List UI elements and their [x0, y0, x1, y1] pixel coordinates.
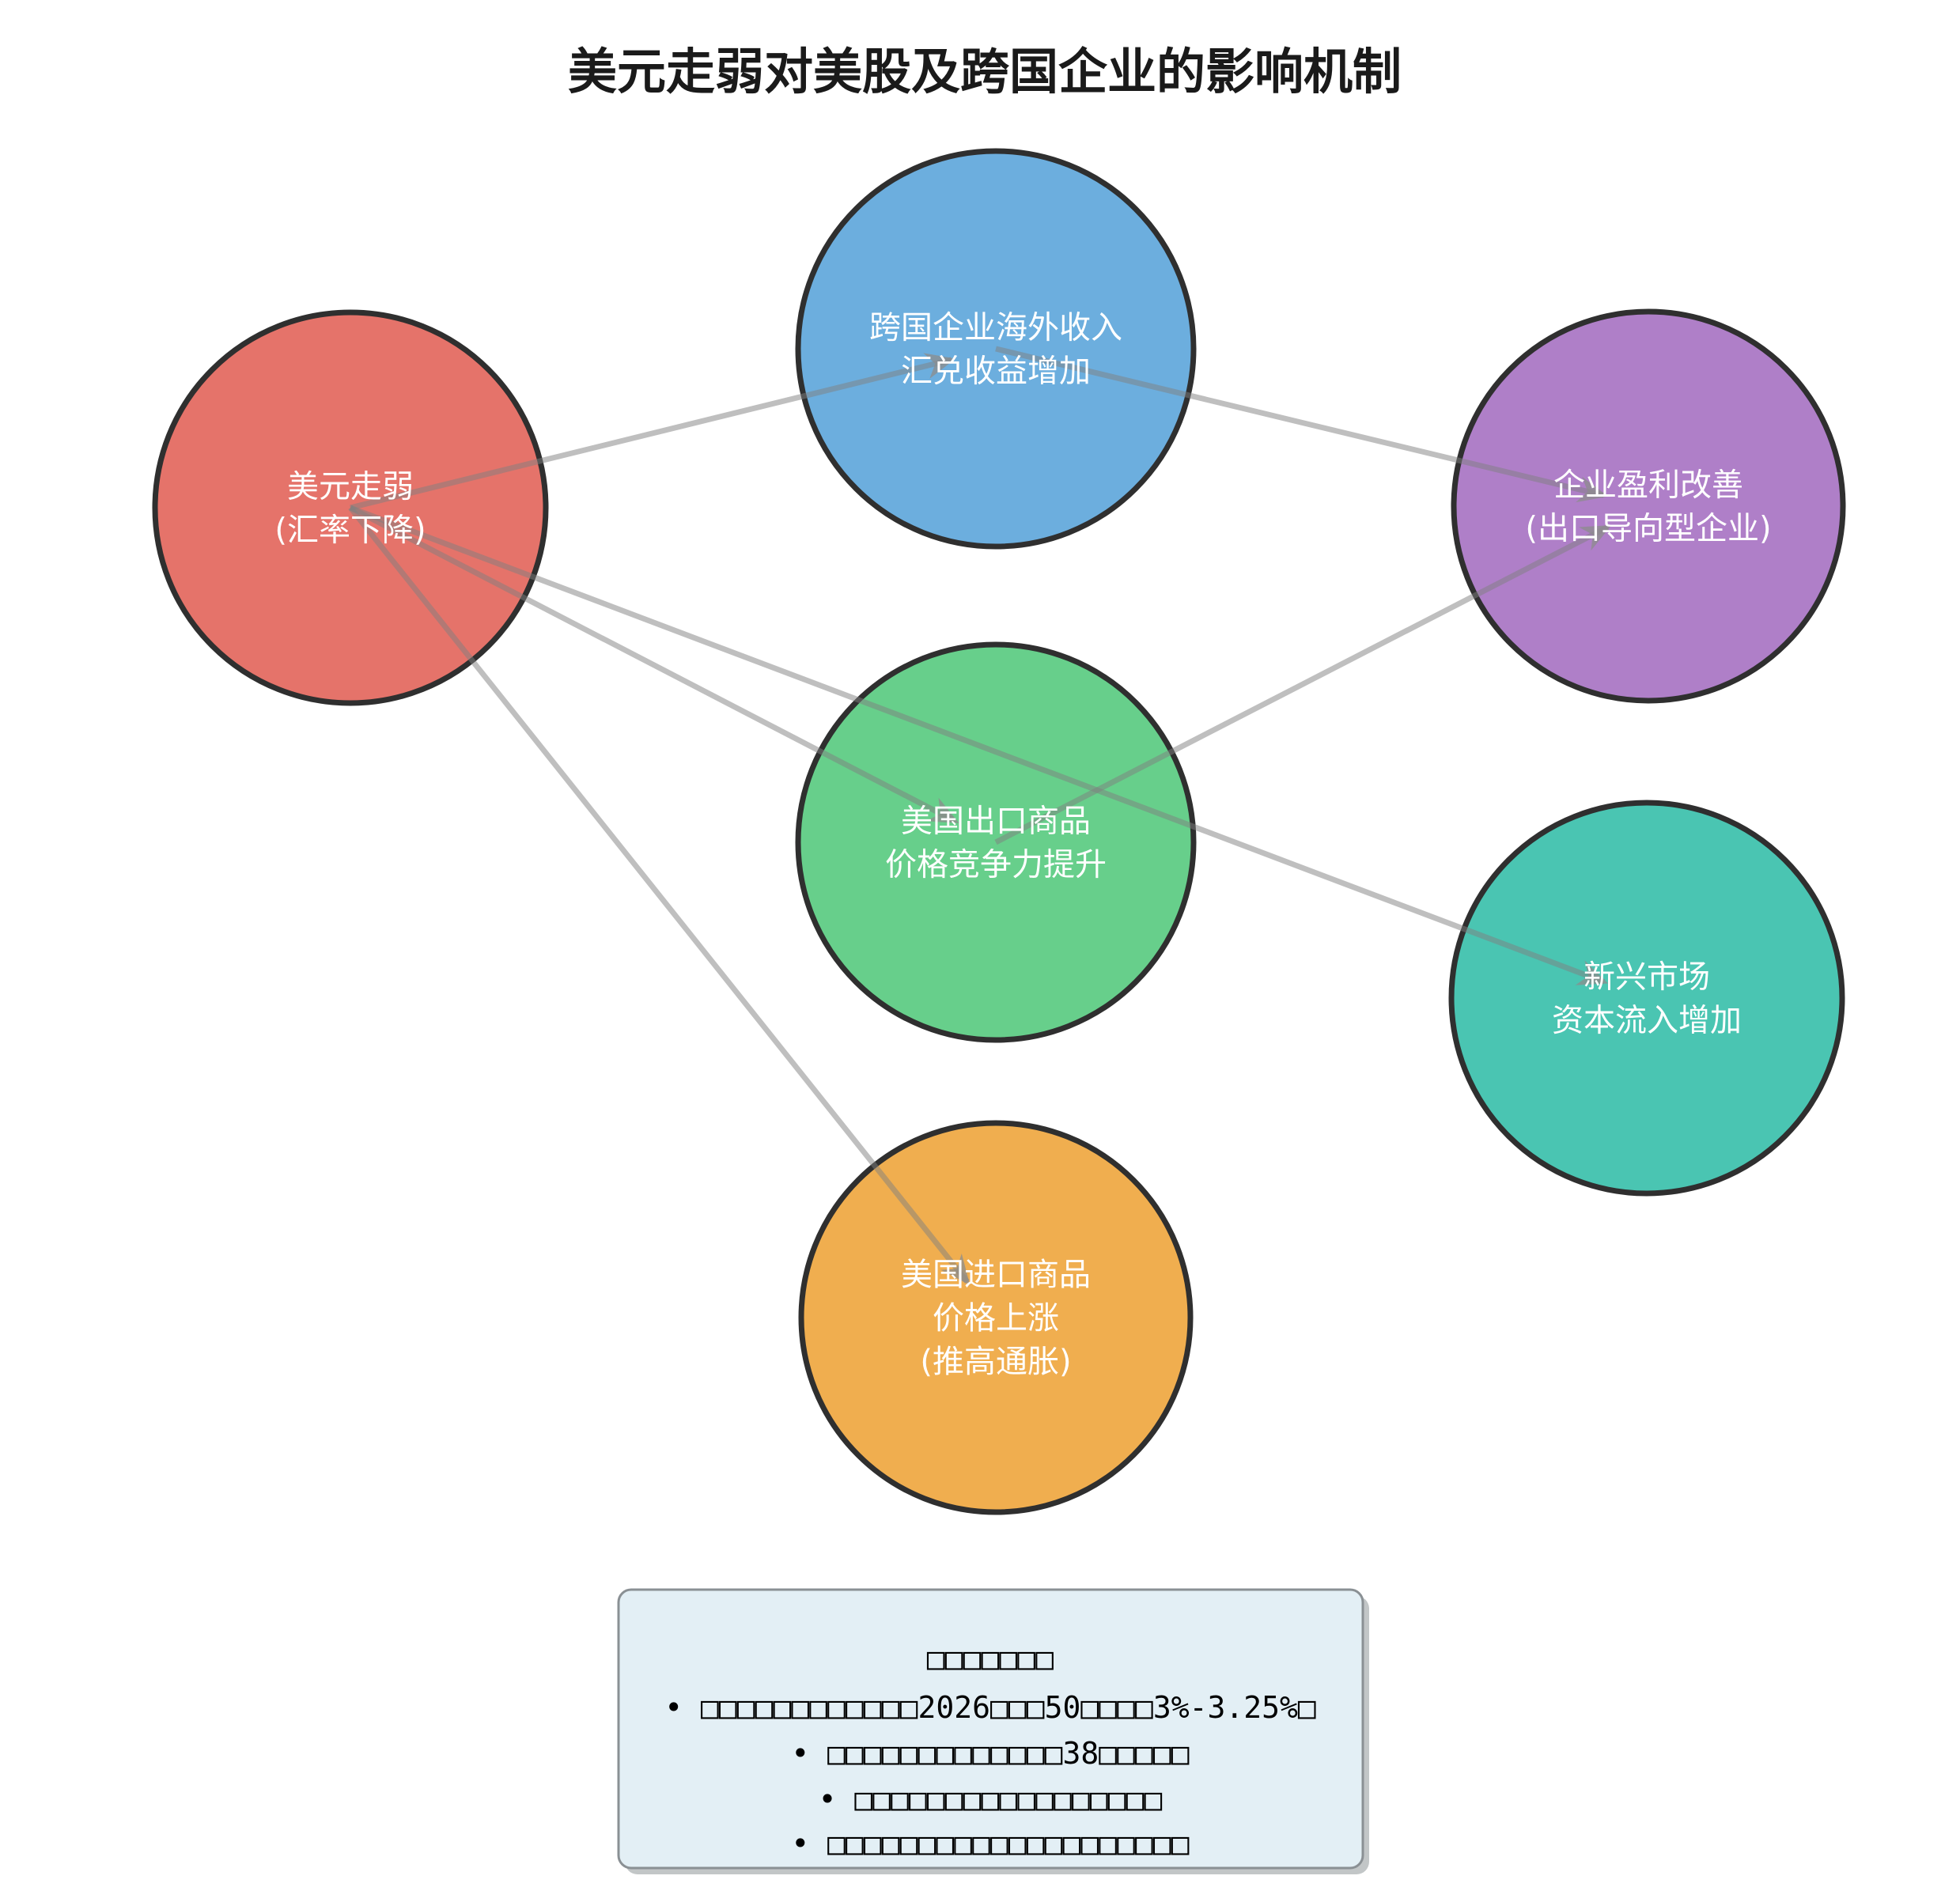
note-box-background [617, 1588, 1364, 1870]
node-profit-improvement [1451, 308, 1846, 704]
edge-export-competitiveness-to-profit-improvement [994, 524, 1612, 845]
edge-usd-weak-to-overseas-fx-gain [350, 353, 956, 511]
note-box-bullet-3: • □□□□□□□□□□□□□□□□□ [819, 1782, 1163, 1817]
node-label-em-capital-inflow: 新兴市场资本流入增加 [1552, 959, 1742, 1039]
note-box-bullet-2: • □□□□□□□□□□□□□38□□□□□ [791, 1736, 1189, 1771]
note-box: □□□□□□□ • □□□□□□□□□□□□2026□□□50□□□□3%-3.… [617, 1588, 1369, 1874]
edges-layer [348, 346, 1612, 1286]
node-em-capital-inflow [1448, 800, 1845, 1197]
node-label-profit-improvement: 企业盈利改善(出口导向型企业) [1525, 467, 1771, 547]
diagram-title: 美元走弱对美股及跨国企业的影响机制 [568, 43, 1402, 100]
edge-usd-weak-to-import-price-rise [348, 505, 971, 1286]
edge-overseas-fx-gain-to-profit-improvement [995, 346, 1609, 503]
edge-usd-weak-to-export-competitiveness [349, 505, 959, 824]
note-box-bullet-1: • □□□□□□□□□□□□2026□□□50□□□□3%-3.25%□ [664, 1690, 1316, 1725]
node-label-export-competitiveness: 美国出口商品价格竞争力提升 [885, 804, 1107, 883]
node-label-import-price-rise: 美国进口商品价格上涨(推高通胀) [901, 1257, 1091, 1380]
node-label-overseas-fx-gain: 跨国企业海外收入汇兑收益增加 [869, 310, 1122, 390]
note-box-title: □□□□□□□ [927, 1641, 1054, 1676]
node-import-price-rise [798, 1120, 1194, 1515]
edge-usd-weak-to-em-capital-inflow [349, 505, 1609, 985]
note-box-bullet-4: • □□□□□□□□□□□□□□□□□□□□ [791, 1826, 1189, 1861]
nodes-layer [152, 148, 1846, 1515]
node-label-usd-weak: 美元走弱(汇率下降) [274, 469, 426, 549]
